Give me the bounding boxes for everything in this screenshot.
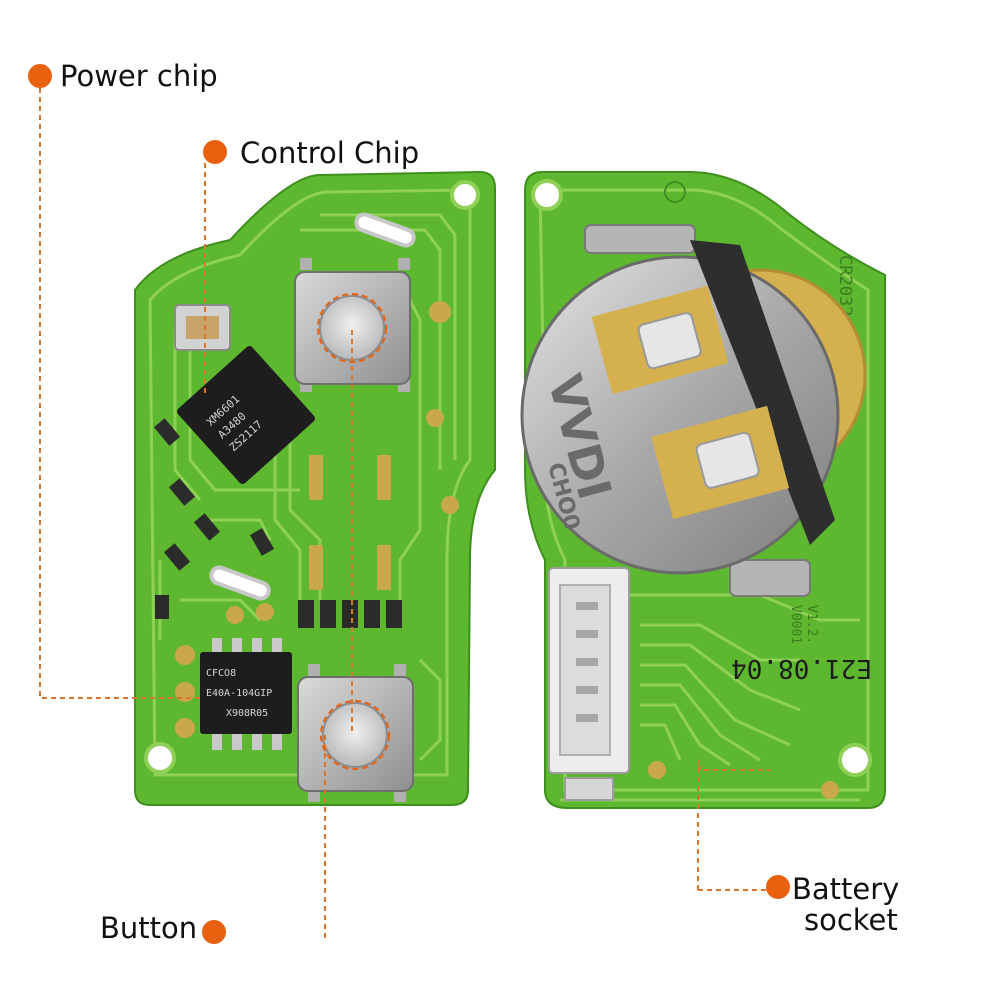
battery-socket-label-line-2: socket <box>804 903 898 937</box>
power-chip-marking-3: X908R05 <box>226 708 268 719</box>
version-marking-2: V1.2. <box>804 605 819 644</box>
control-chip-callout-dot <box>203 140 227 164</box>
battery-socket-label-line-1: Battery <box>792 872 900 906</box>
button-highlight-rings <box>317 293 390 770</box>
control-chip-label: Control Chip <box>240 136 420 170</box>
bottom-tactile-button <box>297 664 414 802</box>
right-pcb-board: CR2032 V0001 V1.2. E21.08.04 VVDI CHO0 <box>520 171 886 809</box>
left-smd-components <box>153 304 402 628</box>
button-callout-dot <box>202 920 226 944</box>
coin-cell-marking: CR2032 <box>835 255 855 316</box>
left-gold-pads <box>175 301 459 738</box>
bottom-button-highlight <box>320 700 390 770</box>
battery-socket-leader-line <box>697 759 770 891</box>
battery-socket-callout-dot <box>766 875 790 899</box>
top-tactile-button <box>294 258 411 392</box>
callout-lines <box>39 88 770 938</box>
logo-mark-icon <box>664 181 686 203</box>
version-marking-1: V0001 <box>788 605 803 644</box>
battery-holder: VVDI CHO0 <box>520 224 840 597</box>
date-code-marking: E21.08.04 <box>731 653 872 683</box>
power-chip-marking-2: E40A-104GIP <box>206 688 272 699</box>
power-chip-marking-1: CFCO8 <box>206 668 236 679</box>
control-chip: XM6601 A3480 ZS2117 <box>177 346 315 484</box>
power-chip-callout-dot <box>28 64 52 88</box>
top-button-highlight <box>317 293 387 363</box>
battery-connector <box>548 567 630 801</box>
power-chip: CFCO8 E40A-104GIP X908R05 <box>200 638 292 750</box>
left-pcb-board: XM6601 A3480 ZS2117 CFCO8 E40A-104GIP X9… <box>134 170 496 806</box>
power-chip-label: Power chip <box>60 59 218 93</box>
button-label: Button <box>100 911 198 945</box>
